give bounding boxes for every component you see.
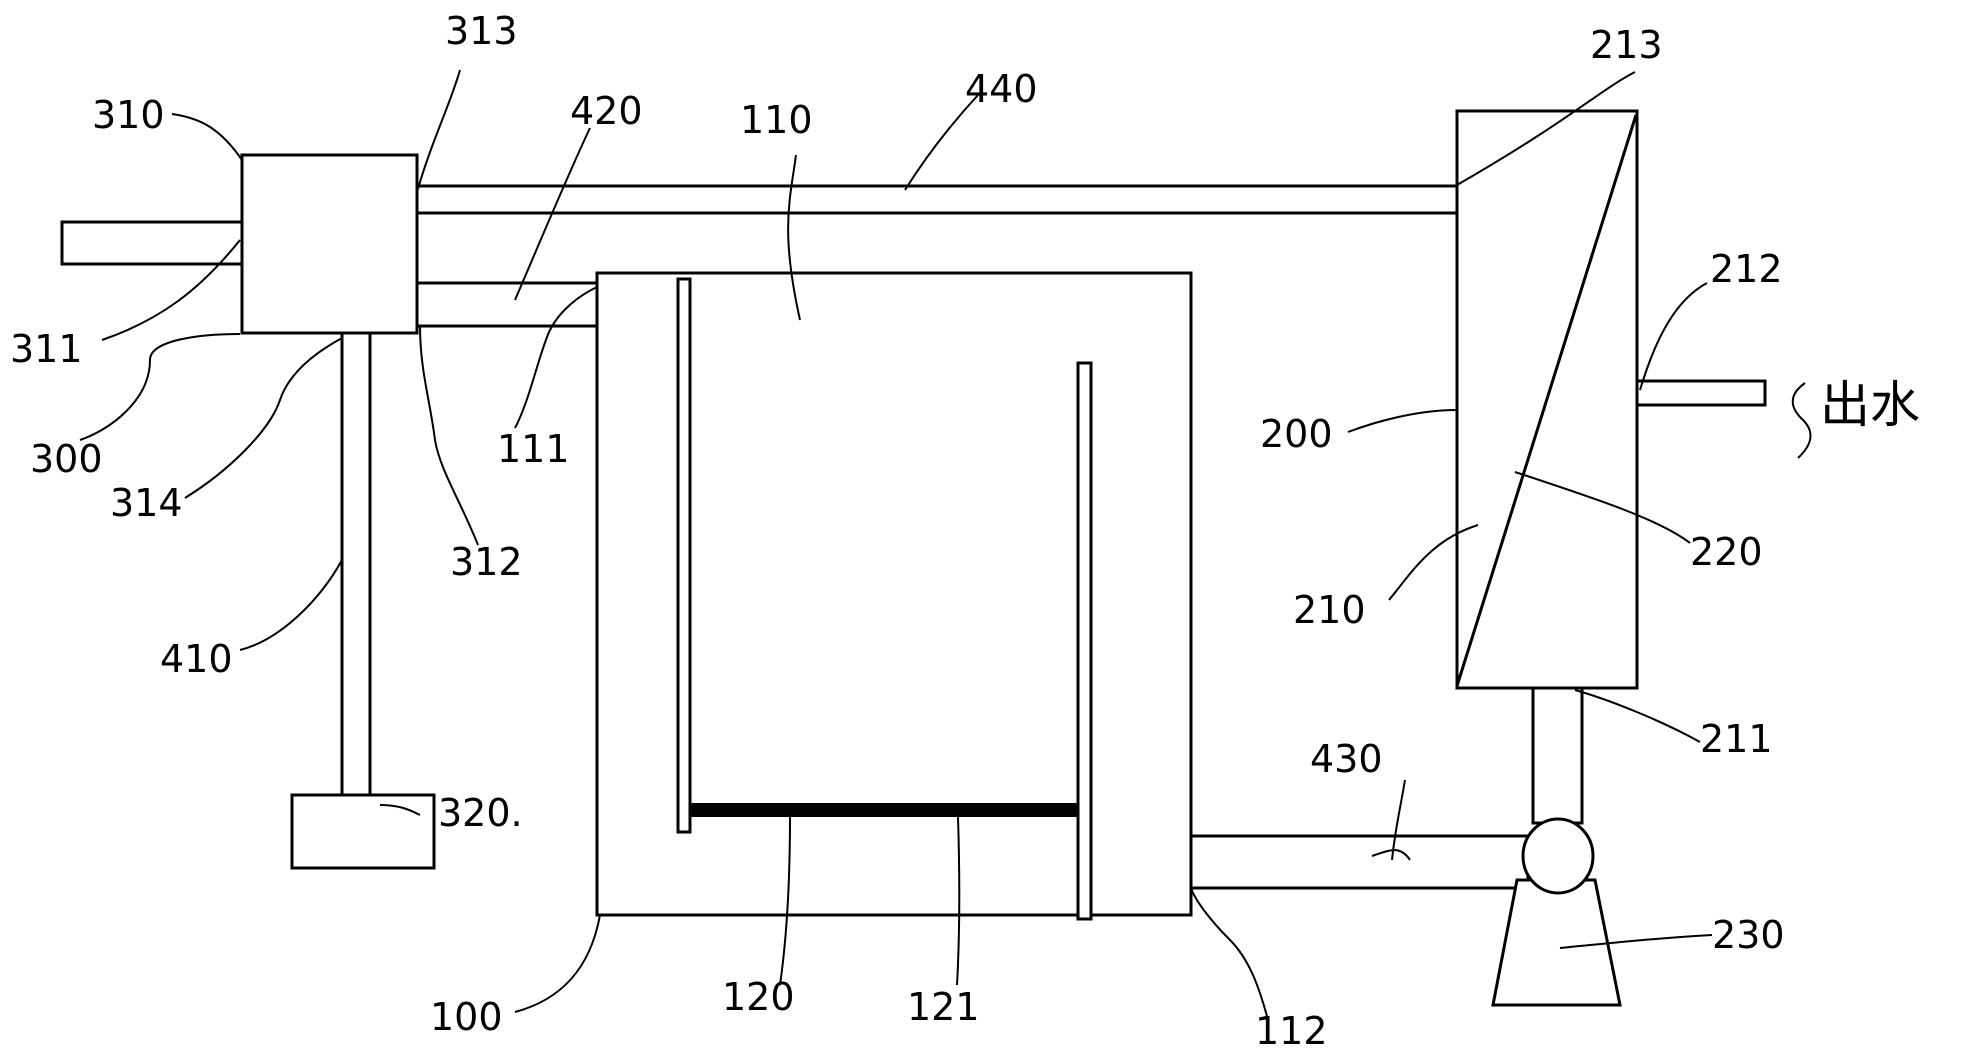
pipe-410 [340,331,372,797]
label-310: 310 [92,93,165,137]
label-420: 420 [570,89,643,133]
label-313: 313 [445,9,518,53]
membrane-220 [1455,114,1638,687]
label-120: 120 [722,975,795,1019]
label-112: 112 [1255,1009,1328,1053]
squiggle-mark [1791,382,1812,459]
baffle-right [1076,361,1093,921]
label-210: 210 [1293,588,1366,632]
pipe-211 [1531,686,1584,825]
plate-121 [690,803,1078,817]
baffle-left [676,277,692,834]
label-211: 211 [1700,717,1773,761]
box-320 [290,793,436,870]
label-212: 212 [1710,247,1783,291]
pump-base-230 [1491,878,1622,1007]
box-310 [240,153,419,335]
label-220: 220 [1690,530,1763,574]
label-121: 121 [907,985,980,1029]
label-111: 111 [497,427,570,471]
pipe-440 [415,184,1459,215]
outlet-text: 出水 [1820,376,1920,434]
pump-230 [1521,817,1595,895]
label-430: 430 [1310,737,1383,781]
pipe-430 [1189,834,1530,890]
label-314: 314 [110,481,183,525]
label-311: 311 [10,327,83,371]
pipe-420 [415,281,599,328]
label-100: 100 [430,995,503,1039]
label-230: 230 [1712,913,1785,957]
label-110: 110 [740,98,813,142]
label-312: 312 [450,540,523,584]
label-213: 213 [1590,23,1663,67]
label-300: 300 [30,437,103,481]
outlet-pipe-212 [1635,379,1767,407]
label-200: 200 [1260,412,1333,456]
inlet-pipe-311 [60,220,246,266]
label-410: 410 [160,637,233,681]
label-440: 440 [965,67,1038,111]
label-320: 320. [438,791,523,835]
